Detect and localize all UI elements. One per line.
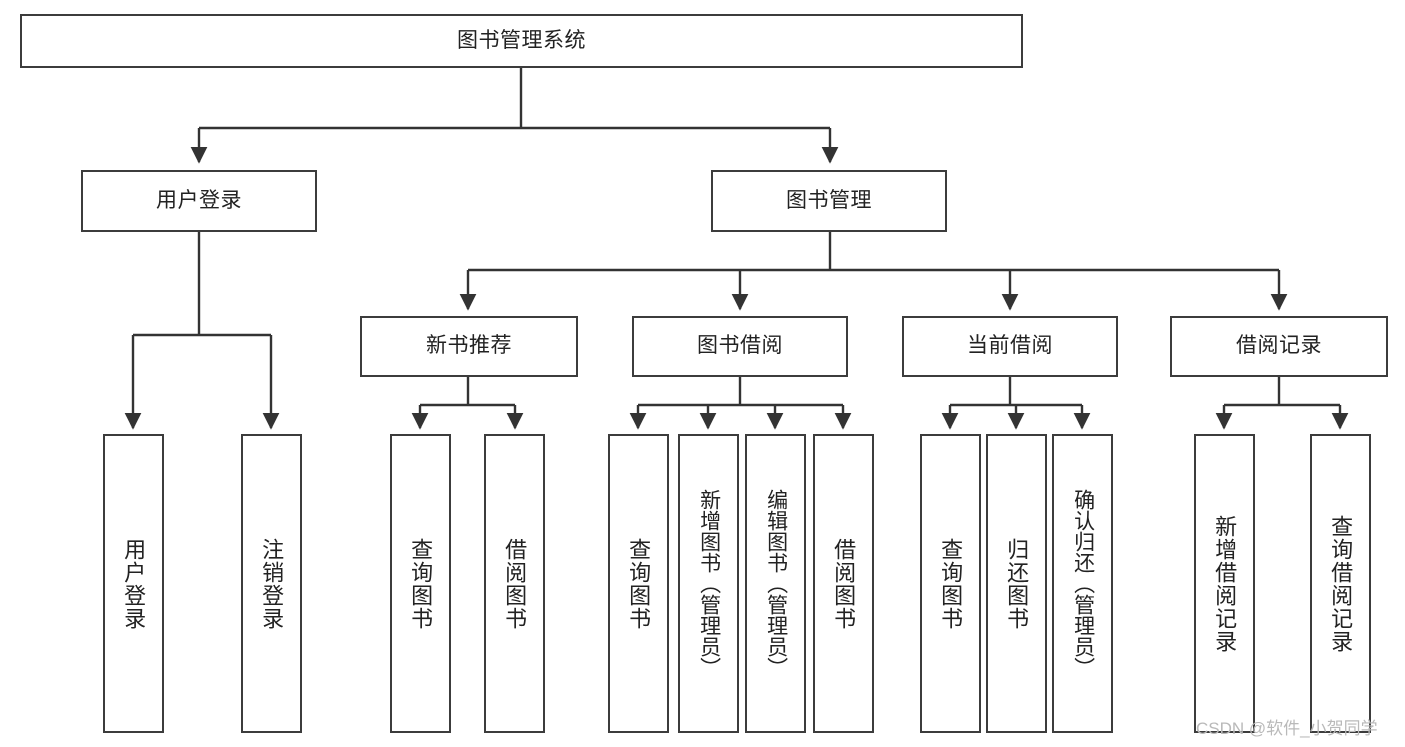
- node-module-user-login[interactable]: 用户登录: [81, 170, 317, 232]
- node-label: 查询图书: [938, 537, 964, 630]
- node-leaf-logout[interactable]: 注销登录: [241, 434, 302, 733]
- node-submodule-book-borrow[interactable]: 图书借阅: [632, 316, 848, 377]
- node-label: 新增图书（管理员）: [697, 489, 721, 678]
- node-label: 查询借阅记录: [1328, 514, 1354, 653]
- node-leaf-borrow-book[interactable]: 借阅图书: [813, 434, 874, 733]
- node-label: 注销登录: [259, 537, 285, 630]
- node-submodule-borrow-record[interactable]: 借阅记录: [1170, 316, 1388, 377]
- node-label: 图书借阅: [697, 334, 783, 358]
- node-label: 用户登录: [156, 188, 242, 212]
- node-label: 新增借阅记录: [1212, 514, 1238, 653]
- node-leaf-query-book-borrow[interactable]: 查询图书: [608, 434, 669, 733]
- node-label: 归还图书: [1004, 537, 1030, 630]
- node-label: 借阅图书: [831, 537, 857, 630]
- node-leaf-query-book-recommend[interactable]: 查询图书: [390, 434, 451, 733]
- node-submodule-new-book-recommend[interactable]: 新书推荐: [360, 316, 578, 377]
- node-leaf-confirm-return-admin[interactable]: 确认归还（管理员）: [1052, 434, 1113, 733]
- node-leaf-edit-book-admin[interactable]: 编辑图书（管理员）: [745, 434, 806, 733]
- node-module-book-management[interactable]: 图书管理: [711, 170, 947, 232]
- node-leaf-user-login[interactable]: 用户登录: [103, 434, 164, 733]
- node-leaf-borrow-book-recommend[interactable]: 借阅图书: [484, 434, 545, 733]
- node-label: 当前借阅: [967, 334, 1053, 358]
- node-label: 确认归还（管理员）: [1071, 489, 1095, 678]
- node-root-book-management-system[interactable]: 图书管理系统: [20, 14, 1023, 68]
- node-label: 图书管理系统: [457, 28, 586, 52]
- watermark: CSDN @软件_小贺同学: [1196, 719, 1378, 738]
- node-label: 新书推荐: [426, 334, 512, 358]
- node-label: 借阅图书: [502, 537, 528, 630]
- node-label: 查询图书: [408, 537, 434, 630]
- node-leaf-add-book-admin[interactable]: 新增图书（管理员）: [678, 434, 739, 733]
- node-leaf-add-borrow-record[interactable]: 新增借阅记录: [1194, 434, 1255, 733]
- node-label: 用户登录: [121, 537, 147, 630]
- node-label: 图书管理: [786, 188, 872, 212]
- node-leaf-query-book-current[interactable]: 查询图书: [920, 434, 981, 733]
- node-leaf-query-borrow-record[interactable]: 查询借阅记录: [1310, 434, 1371, 733]
- node-label: 查询图书: [626, 537, 652, 630]
- node-label: 借阅记录: [1236, 334, 1322, 358]
- node-leaf-return-book[interactable]: 归还图书: [986, 434, 1047, 733]
- node-label: 编辑图书（管理员）: [764, 489, 788, 678]
- node-submodule-current-borrow[interactable]: 当前借阅: [902, 316, 1118, 377]
